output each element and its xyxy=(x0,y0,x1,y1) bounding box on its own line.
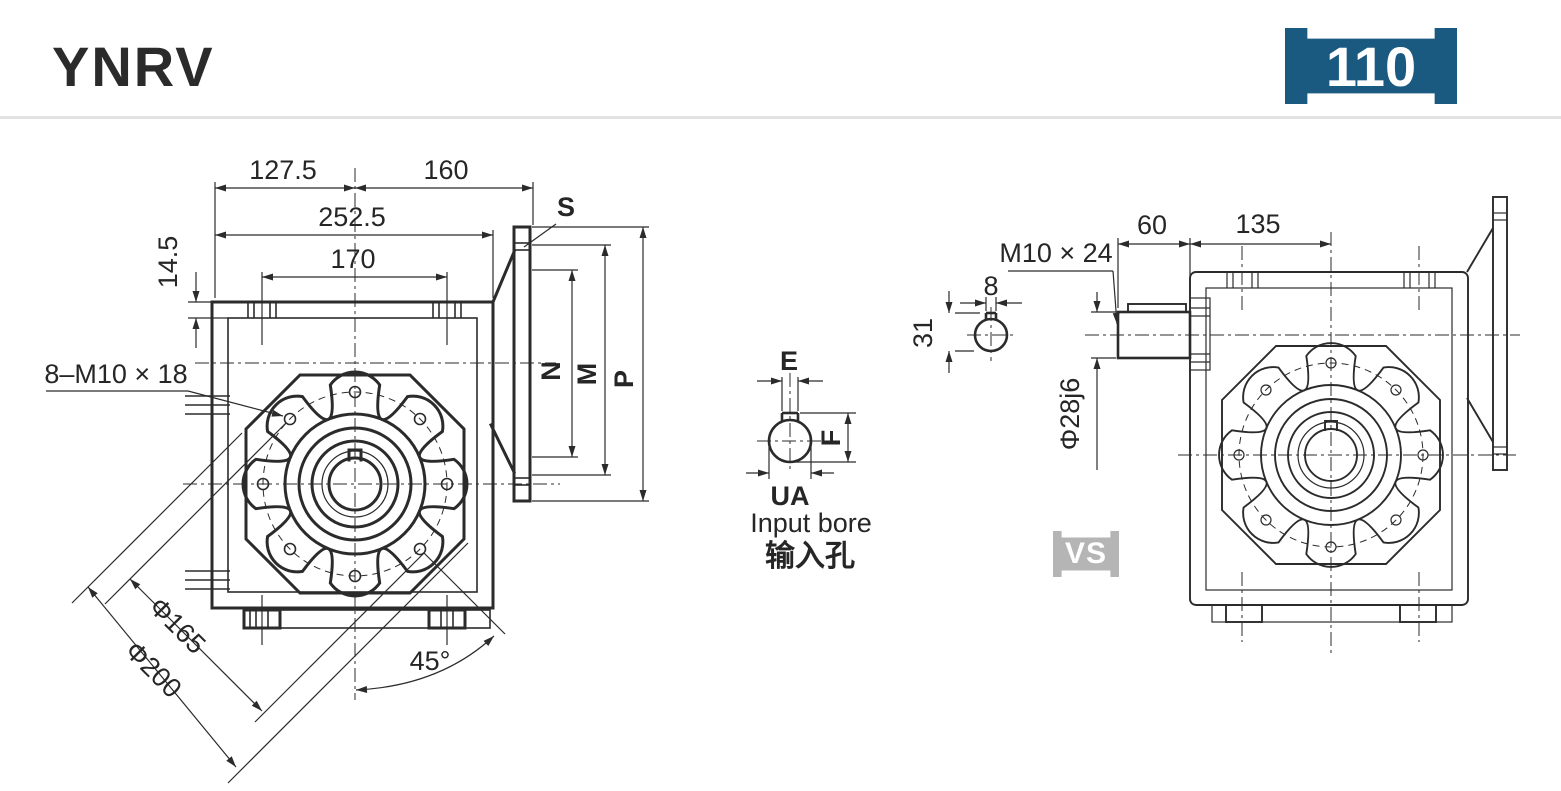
header-divider xyxy=(0,116,1561,119)
dim-ua-label: UA xyxy=(771,481,810,511)
shaft-dia-label: Φ28j6 xyxy=(1055,378,1085,451)
shaft-end-view xyxy=(967,307,1015,361)
input-flange-side xyxy=(488,225,532,503)
left-view-front-drawing: 127.5 160 252.5 170 14.5 8–M10 × 18 S N … xyxy=(44,155,649,784)
dim-170-label: 170 xyxy=(330,244,375,274)
left-view-dimensions xyxy=(46,182,649,784)
output-flange-side xyxy=(1466,196,1508,471)
right-view-side-drawing: 60 135 M10 × 24 8 31 Φ28j6 xyxy=(908,196,1520,655)
dim-s-label: S xyxy=(557,192,575,222)
dim-135-label: 135 xyxy=(1235,209,1280,239)
dim-e-label: E xyxy=(780,346,798,376)
vs-label: VS xyxy=(1064,537,1108,570)
angle-45-label: 45° xyxy=(410,646,451,676)
dim-60-label: 60 xyxy=(1137,210,1167,240)
key-callout-label: M10 × 24 xyxy=(999,238,1112,268)
vs-watermark-badge: VS xyxy=(1053,531,1119,577)
input-bore-detail-drawing: E F UA Input bore 输入孔 xyxy=(746,346,872,573)
model-number-label: 110 xyxy=(1325,34,1417,98)
bolt-callout-label: 8–M10 × 18 xyxy=(44,359,187,389)
input-shaft xyxy=(1116,297,1211,371)
dim-252-5-label: 252.5 xyxy=(318,202,386,232)
dim-p-label: P xyxy=(609,370,639,388)
dim-127-5-label: 127.5 xyxy=(249,155,317,185)
dim-8-label: 8 xyxy=(983,271,998,301)
dim-160-label: 160 xyxy=(423,155,468,185)
dim-31-label: 31 xyxy=(908,318,938,348)
page-title: YNRV xyxy=(52,35,215,98)
right-view-dimensions xyxy=(945,238,1331,470)
dim-n-label: N xyxy=(536,361,566,381)
dim-f-label: F xyxy=(816,430,846,447)
input-bore-caption-zh: 输入孔 xyxy=(765,540,855,573)
dim-14-5-label: 14.5 xyxy=(153,236,183,289)
dim-m-label: M xyxy=(572,363,602,386)
model-number-badge: 110 xyxy=(1285,28,1457,104)
input-bore-caption-en: Input bore xyxy=(750,508,872,538)
